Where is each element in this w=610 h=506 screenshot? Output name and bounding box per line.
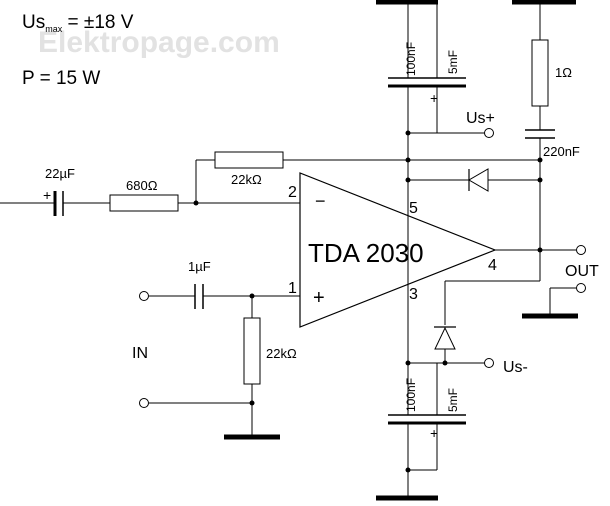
ic-name: TDA 2030	[308, 238, 424, 268]
noninverting-sign: +	[313, 287, 325, 309]
junction	[442, 360, 448, 366]
pin-4-label: 4	[488, 257, 497, 274]
in-terminal[interactable]	[139, 291, 149, 301]
resistor-680	[109, 194, 179, 212]
c-5mf-top-label: 5mF	[446, 50, 460, 74]
diode-lower	[434, 326, 456, 350]
in-label: IN	[132, 345, 148, 362]
c-22uf-label: 22µF	[45, 166, 75, 181]
cap-polarity-mark: +	[430, 90, 438, 106]
pin-1-label: 1	[288, 280, 297, 297]
supply-voltage-label: Usmax = ±18 V	[22, 12, 134, 34]
pin-5-label: 5	[409, 200, 418, 217]
r-bias-label: 22kΩ	[266, 346, 297, 361]
c-100nf-top-label: 100nF	[404, 42, 418, 76]
resistor-feedback	[214, 151, 284, 169]
out-label: OUT	[565, 263, 599, 280]
us-minus-terminal[interactable]	[484, 358, 494, 368]
junction	[405, 360, 411, 366]
cap-polarity-mark: +	[43, 187, 51, 203]
out-terminal[interactable]	[576, 245, 586, 255]
diode-upper	[468, 168, 489, 192]
c-1uf-label: 1µF	[188, 259, 211, 274]
in-ground-terminal[interactable]	[139, 398, 149, 408]
us-plus-label: Us+	[466, 110, 495, 127]
junction	[405, 177, 411, 183]
c-5mf-bottom-label: 5mF	[446, 388, 460, 412]
power-label: P = 15 W	[22, 68, 100, 89]
r-zobel-label: 1Ω	[555, 65, 572, 80]
resistor-zobel	[531, 39, 549, 107]
c-100nf-bottom-label: 100nF	[404, 378, 418, 412]
c-zobel-label: 220nF	[543, 144, 580, 159]
tda2030-amplifier	[299, 172, 497, 328]
pin-3-label: 3	[409, 286, 418, 303]
r-680-label: 680Ω	[126, 178, 158, 193]
junction	[249, 400, 255, 406]
us-minus-label: Us-	[503, 359, 528, 376]
inverting-sign: −	[315, 191, 326, 211]
pin-2-label: 2	[288, 184, 297, 201]
out-ground-terminal[interactable]	[576, 283, 586, 293]
resistor-bias	[243, 317, 261, 385]
watermark: Elektropage.com	[38, 26, 280, 59]
us-plus-terminal[interactable]	[484, 128, 494, 138]
junction	[405, 130, 411, 136]
junction	[405, 467, 411, 473]
cap-polarity-mark: +	[430, 425, 438, 441]
r-feedback-label: 22kΩ	[231, 172, 262, 187]
